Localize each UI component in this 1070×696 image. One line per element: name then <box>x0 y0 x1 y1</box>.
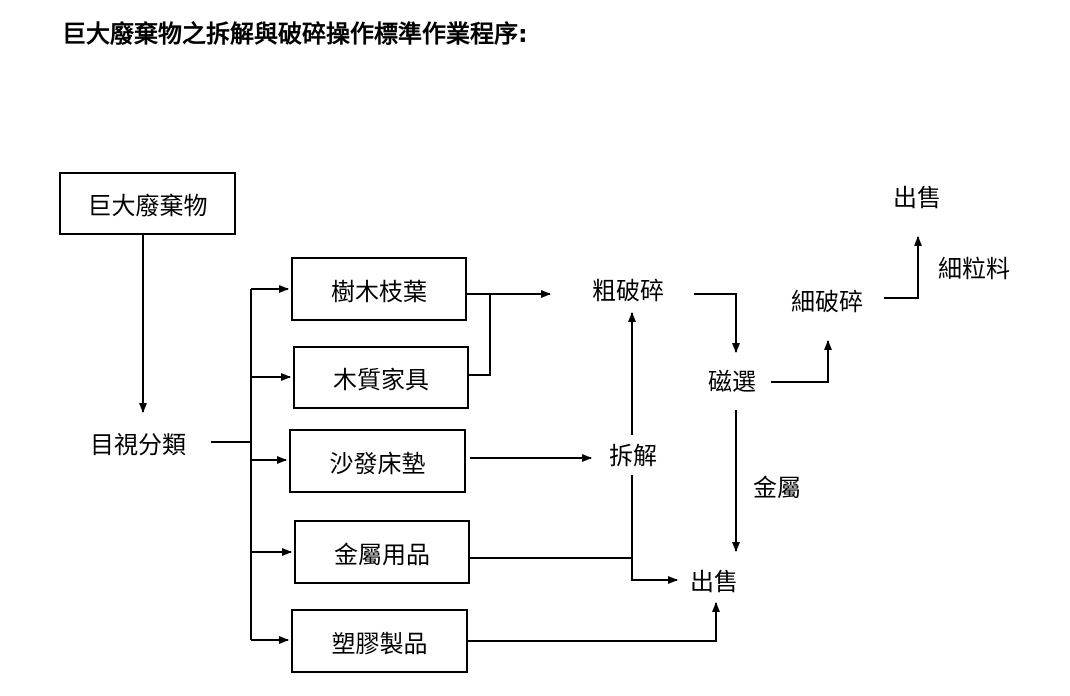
node-plastic-items: 塑膠製品 <box>291 609 468 673</box>
page-title: 巨大廢棄物之拆解與破碎操作標準作業程序: <box>62 20 528 48</box>
node-dismantle: 拆解 <box>609 442 657 470</box>
node-bulky-waste: 巨大廢棄物 <box>59 172 236 235</box>
arrow-coarse-to-magnetic <box>694 293 740 353</box>
node-wood-furniture: 木質家具 <box>293 346 469 409</box>
node-magnetic-sort: 磁選 <box>708 368 756 396</box>
label-metal: 金屬 <box>753 474 801 502</box>
node-fine-crush: 細破碎 <box>791 288 863 316</box>
node-sofa-mattress: 沙發床墊 <box>289 429 466 493</box>
label-fine-granules: 細粒料 <box>938 255 1010 283</box>
node-sale-bottom: 出售 <box>690 568 738 596</box>
node-sale-top: 出售 <box>893 184 941 212</box>
node-visual-sort: 目視分類 <box>90 431 186 459</box>
node-branches-leaves: 樹木枝葉 <box>291 257 467 321</box>
arrow-fine-to-sale <box>884 236 922 299</box>
node-coarse-crush: 粗破碎 <box>592 277 664 305</box>
node-metal-items: 金屬用品 <box>294 520 470 584</box>
line-wood-to-merge <box>468 294 491 376</box>
arrow-magnetic-to-fine <box>771 340 832 383</box>
arrow-dismantle-to-sale <box>631 475 678 584</box>
arrow-plastic-to-sale <box>468 602 720 642</box>
